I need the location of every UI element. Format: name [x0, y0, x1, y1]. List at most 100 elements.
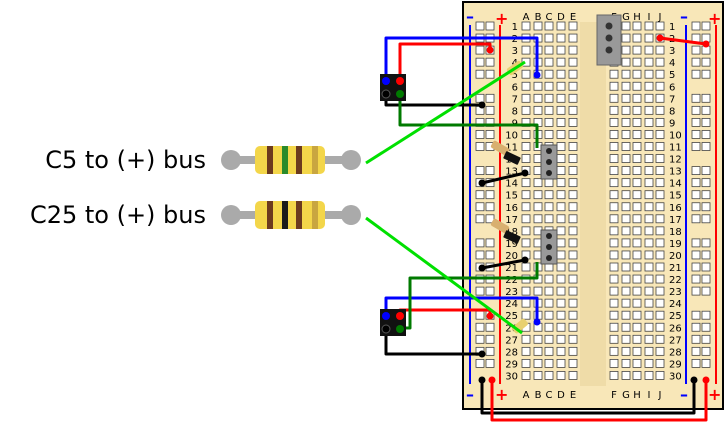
breadboard-hole — [568, 142, 578, 151]
connector-pin-blue — [382, 77, 390, 85]
breadboard-hole — [544, 178, 554, 188]
breadboard-hole — [533, 105, 543, 115]
breadboard-hole — [701, 202, 711, 212]
column-label-bottom: B — [535, 390, 542, 401]
breadboard-hole — [691, 250, 701, 260]
breadboard-hole — [568, 130, 578, 139]
breadboard-hole — [556, 130, 566, 139]
connector-pin-blue — [382, 312, 390, 320]
breadboard-hole — [701, 274, 711, 284]
breadboard-hole — [556, 69, 566, 79]
breadboard-hole — [644, 310, 654, 320]
breadboard-hole — [632, 262, 642, 272]
breadboard-hole — [556, 118, 566, 127]
breadboard-hole — [533, 371, 543, 380]
breadboard-hole — [655, 45, 665, 55]
center-channel — [580, 22, 606, 386]
breadboard-hole — [609, 262, 619, 272]
black-jumper — [481, 258, 526, 270]
transistor-pin — [546, 170, 552, 176]
breadboard-hole — [568, 358, 578, 368]
breadboard-hole — [521, 298, 531, 308]
ic-pin — [605, 22, 613, 30]
breadboard-hole — [644, 226, 654, 236]
breadboard-hole — [701, 250, 711, 260]
row-number-right: 11 — [669, 143, 682, 154]
wire-end — [533, 71, 541, 79]
breadboard-hole — [568, 298, 578, 308]
breadboard-hole — [644, 166, 654, 176]
breadboard-hole — [691, 130, 701, 139]
breadboard-hole — [655, 69, 665, 79]
connector-pin-green — [396, 325, 404, 333]
column-label-top: E — [570, 12, 576, 23]
breadboard-hole — [568, 33, 578, 43]
breadboard-hole — [544, 93, 554, 103]
breadboard-hole — [485, 238, 495, 248]
callout-line-c5 — [365, 60, 526, 165]
breadboard-hole — [521, 214, 531, 224]
breadboard-hole — [644, 33, 654, 43]
breadboard-hole — [632, 178, 642, 188]
breadboard-hole — [475, 214, 485, 224]
breadboard-hole — [701, 166, 711, 176]
row-number-right: 22 — [669, 275, 682, 286]
breadboard-hole — [691, 93, 701, 103]
breadboard-hole — [701, 93, 711, 103]
breadboard-hole — [621, 57, 631, 67]
breadboard-hole — [632, 310, 642, 320]
breadboard-hole — [701, 262, 711, 272]
breadboard-hole — [644, 69, 654, 79]
breadboard-hole — [621, 346, 631, 356]
breadboard-hole — [485, 286, 495, 296]
breadboard-hole — [485, 322, 495, 332]
breadboard-hole — [556, 154, 566, 163]
breadboard-hole — [655, 166, 665, 176]
blue-wire-top — [384, 36, 539, 80]
breadboard-hole — [691, 346, 701, 356]
breadboard-hole — [544, 57, 554, 67]
breadboard-hole — [691, 334, 701, 344]
row-number-left: 5 — [512, 70, 518, 81]
breadboard-hole — [644, 250, 654, 260]
breadboard-hole — [632, 190, 642, 200]
breadboard-hole — [533, 21, 543, 31]
breadboard-hole — [632, 202, 642, 212]
row-number-left: 2 — [512, 34, 518, 45]
breadboard-hole — [533, 334, 543, 344]
breadboard-hole — [655, 81, 665, 91]
row-number-right: 5 — [669, 70, 675, 81]
wire-end — [478, 350, 486, 358]
breadboard-hole — [655, 346, 665, 356]
breadboard-hole — [485, 166, 495, 176]
row-number-left: 21 — [505, 263, 518, 274]
breadboard-hole — [521, 21, 531, 31]
breadboard-hole — [621, 250, 631, 260]
ic-pin — [605, 46, 613, 54]
breadboard-hole — [475, 166, 485, 176]
row-number-right: 14 — [669, 179, 682, 190]
breadboard-hole — [644, 202, 654, 212]
breadboard-hole — [701, 130, 711, 139]
breadboard-hole — [485, 57, 495, 67]
breadboard-hole — [632, 57, 642, 67]
left-plus-label-bottom: + — [495, 385, 508, 404]
breadboard-hole — [701, 358, 711, 368]
breadboard-hole — [556, 262, 566, 272]
breadboard-hole — [544, 371, 554, 380]
breadboard-hole — [556, 105, 566, 115]
breadboard-hole — [609, 154, 619, 163]
breadboard-hole — [644, 358, 654, 368]
breadboard-hole — [521, 154, 531, 163]
row-number-right: 18 — [669, 227, 682, 238]
wire-end — [478, 264, 486, 272]
breadboard-hole — [556, 346, 566, 356]
breadboard-hole — [568, 250, 578, 260]
row-number-right: 20 — [669, 251, 682, 262]
callout-label-c5: C5 to (+) bus — [45, 146, 206, 174]
breadboard-hole — [691, 310, 701, 320]
breadboard-hole — [556, 334, 566, 344]
red-jumper-right — [659, 36, 707, 46]
connector-pin-green — [396, 90, 404, 98]
breadboard-hole — [621, 142, 631, 151]
